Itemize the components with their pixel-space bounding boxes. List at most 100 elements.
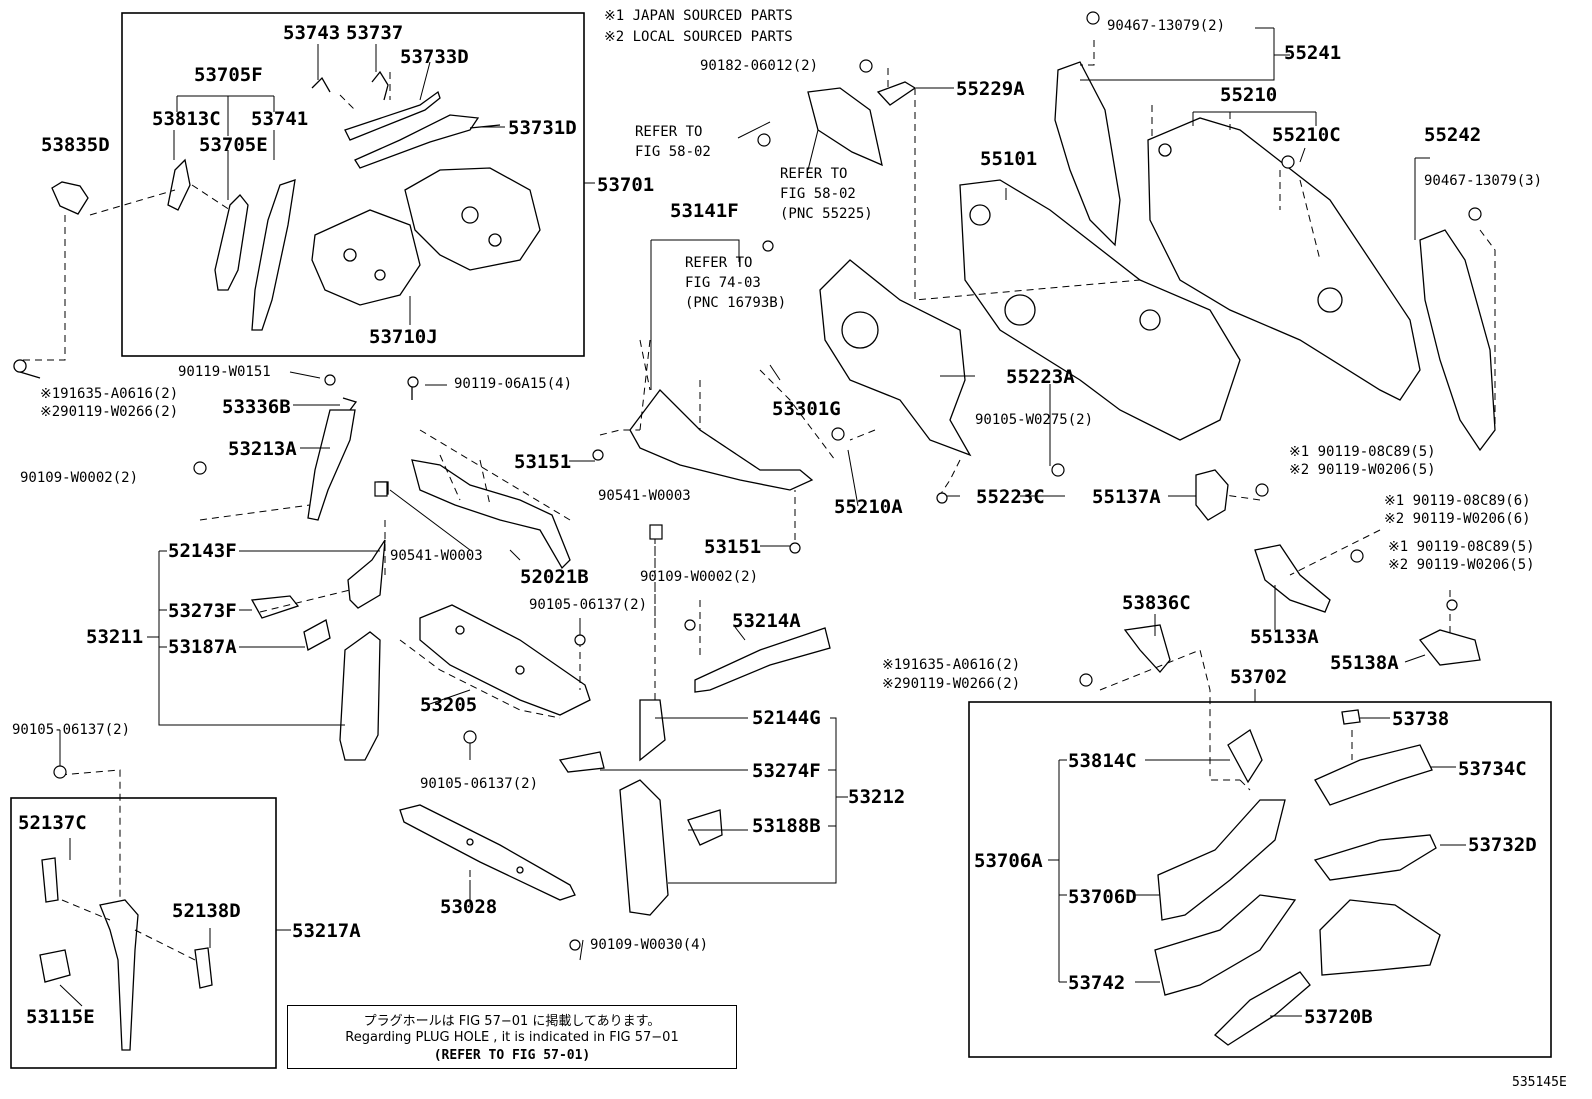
label-53737: 53737 — [346, 22, 404, 44]
bolt-icon — [1086, 11, 1100, 25]
part-55133A — [1254, 544, 1331, 613]
group-box-53217A — [10, 797, 277, 1069]
part-53211-assembly — [250, 481, 389, 761]
bolt-icon — [463, 730, 477, 744]
label-90119-06A15: 90119-06A15(4) — [454, 376, 573, 392]
label-90119-W0206-c: ※2 90119-W0206(5) — [1388, 557, 1535, 573]
label-53720B: 53720B — [1304, 1006, 1373, 1028]
label-90467-13079-right: 90467-13079(3) — [1424, 173, 1543, 189]
bolt-icon — [757, 133, 771, 147]
label-53336B: 53336B — [222, 396, 291, 418]
label-53705F: 53705F — [194, 64, 263, 86]
label-53274F: 53274F — [752, 760, 821, 782]
note-japan-sourced: ※1 JAPAN SOURCED PARTS — [604, 8, 793, 24]
label-refer-fig58-a2: FIG 58-02 — [635, 144, 711, 160]
label-53741: 53741 — [251, 108, 309, 130]
label-refer-fig58-b2: FIG 58-02 — [780, 186, 856, 202]
label-refer-fig58-b3: (PNC 55225) — [780, 206, 873, 222]
part-53835D — [51, 181, 89, 215]
plug-hole-note-refer: (REFER TO FIG 57-01) — [433, 1048, 591, 1063]
label-53813C: 53813C — [152, 108, 221, 130]
label-53141F: 53141F — [670, 200, 739, 222]
label-53705E: 53705E — [199, 134, 268, 156]
label-52021B: 52021B — [520, 566, 589, 588]
part-55101 — [959, 179, 1241, 441]
label-53710J: 53710J — [369, 326, 438, 348]
part-53212-assembly — [558, 699, 723, 916]
label-53814C: 53814C — [1068, 750, 1137, 772]
bolt-icon — [324, 374, 336, 386]
label-53211: 53211 — [86, 626, 144, 648]
part-55242 — [1419, 229, 1496, 452]
plug-hole-note-japanese: プラグホールは FIG 57−01 に掲載してあります。 — [363, 1014, 661, 1029]
insulator-fig58 — [807, 87, 883, 167]
part-55241 — [1054, 61, 1121, 247]
part-53702-assembly — [1154, 709, 1441, 1046]
label-55241: 55241 — [1284, 42, 1342, 64]
part-55138A — [1418, 629, 1481, 666]
label-53212: 53212 — [848, 786, 906, 808]
part-52021B — [411, 380, 571, 570]
label-53205: 53205 — [420, 694, 478, 716]
part-53028 — [399, 804, 576, 901]
part-53217A-assembly — [39, 857, 213, 1051]
clip-icon — [789, 542, 801, 554]
part-55210 — [1147, 117, 1421, 401]
label-53734C: 53734C — [1458, 758, 1527, 780]
bolt-icon — [859, 59, 873, 73]
label-53738: 53738 — [1392, 708, 1450, 730]
plug-hole-note: プラグホールは FIG 57−01 に掲載してあります。 Regarding P… — [287, 1005, 737, 1069]
part-53731D — [354, 114, 501, 169]
group-box-53701 — [121, 12, 585, 357]
bolt-icon — [1079, 673, 1093, 687]
part-53733D — [311, 70, 441, 141]
label-53836C: 53836C — [1122, 592, 1191, 614]
label-53731D: 53731D — [508, 117, 577, 139]
bolt-icon — [193, 461, 207, 475]
label-53701: 53701 — [597, 174, 655, 196]
label-53732D: 53732D — [1468, 834, 1537, 856]
bolt-icon — [1468, 207, 1482, 221]
label-90109-W0002-center: 90109-W0002(2) — [640, 569, 759, 585]
label-90182-06012: 90182-06012(2) — [700, 58, 819, 74]
label-53188B: 53188B — [752, 815, 821, 837]
bolt-icon — [936, 492, 948, 504]
bolt-icon — [1051, 463, 1065, 477]
bolt-icon — [13, 359, 27, 373]
label-290119-W0266-right: ※290119-W0266(2) — [882, 676, 1021, 692]
bolt-icon — [1350, 549, 1364, 563]
note-local-sourced: ※2 LOCAL SOURCED PARTS — [604, 29, 793, 45]
label-52137C: 52137C — [18, 812, 87, 834]
plug-hole-note-english: Regarding PLUG HOLE , it is indicated in… — [345, 1030, 679, 1045]
label-55223A: 55223A — [1006, 366, 1075, 388]
label-53151-lower: 53151 — [704, 536, 762, 558]
label-55138A: 55138A — [1330, 652, 1399, 674]
clip-icon — [592, 449, 604, 461]
label-53213A: 53213A — [228, 438, 297, 460]
bolt-icon — [1446, 599, 1458, 611]
label-90105-06137-left: 90105-06137(2) — [12, 722, 131, 738]
label-53301G: 53301G — [772, 398, 841, 420]
label-55223C: 55223C — [976, 486, 1045, 508]
label-55210C: 55210C — [1272, 124, 1341, 146]
label-53187A: 53187A — [168, 636, 237, 658]
bolt-icon — [53, 765, 67, 779]
label-55133A: 55133A — [1250, 626, 1319, 648]
label-191635-A0616-left: ※191635-A0616(2) — [40, 386, 179, 402]
label-55137A: 55137A — [1092, 486, 1161, 508]
part-53141F — [629, 389, 814, 491]
label-53733D: 53733D — [400, 46, 469, 68]
bolt-icon — [1281, 155, 1295, 169]
label-53217A: 53217A — [292, 920, 361, 942]
part-53213A — [307, 397, 358, 521]
label-90541-W0003-left: 90541-W0003 — [390, 548, 483, 564]
bolt-icon — [574, 634, 586, 646]
label-refer-fig74-2: FIG 74-03 — [685, 275, 761, 291]
bolt-icon — [831, 427, 845, 441]
label-90105-W0275: 90105-W0275(2) — [975, 412, 1094, 428]
label-refer-fig74-3: (PNC 16793B) — [685, 295, 787, 311]
label-191635-A0616-right: ※191635-A0616(2) — [882, 657, 1021, 673]
label-90119-08C89-a: ※1 90119-08C89(5) — [1289, 444, 1436, 460]
